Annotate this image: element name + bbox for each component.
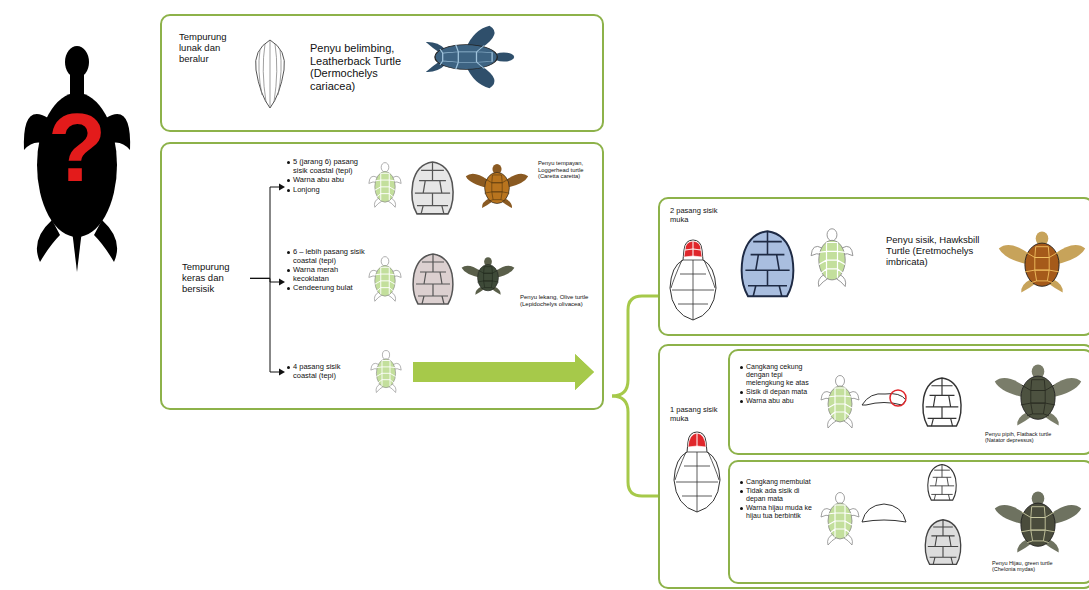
trait-bullet: Warna hijau muda ke hijau tua berbintik (738, 504, 816, 520)
trait-bullet: Warna merah kecoklatan (285, 266, 365, 283)
key-heading: 2 pasang sisik muka (670, 207, 724, 224)
green-turtle (995, 491, 1081, 552)
species-name: Penyu belimbing, Leatherback Turtle (Der… (310, 42, 422, 93)
trait-bullet: Cangkang cekung dengan tepi melengkung k… (738, 363, 816, 387)
branch-item: 4 pasang sisik coastal (tepi) (285, 356, 413, 388)
trait-bullet: 4 pasang sisik coastal (tepi) (285, 363, 365, 380)
trait-bullet: Cendeerung bulat (285, 284, 365, 293)
head-sketch (923, 378, 961, 426)
key-box: Tempurung lunak dan beralur Penyu belimbi… (160, 14, 604, 132)
question-mark: ? (40, 100, 114, 196)
species-name: Penyu tempayan, Loggerhead turtle (Caret… (538, 160, 602, 180)
branch-item: 5 (jarang 6) pasang sisik coastal (tepi)… (285, 158, 603, 216)
turtle-silhouette (24, 46, 130, 272)
trait-bullet: 5 (jarang 6) pasang sisik coastal (tepi) (285, 158, 365, 175)
key-connector (413, 296, 658, 396)
key-connector (413, 354, 658, 496)
head-sketch (412, 162, 453, 214)
leatherback-turtle (426, 26, 514, 88)
brace-line (612, 296, 658, 396)
block-arrow (413, 354, 594, 390)
species-box: 2 pasang sisik mukaPenyu sisik, Hawksbil… (658, 197, 1089, 336)
head-sketch (928, 464, 956, 500)
scute-diagram (369, 257, 401, 302)
block-arrow (413, 354, 594, 390)
trait-bullet: 6 – lebih pasang sisik coastal (tepi) (285, 248, 365, 265)
scute-diagram (821, 493, 859, 546)
brace-line (612, 396, 658, 496)
species-name: Penyu lekang, Olive turtle (Lepidochelys… (520, 294, 600, 308)
trait-bullet: Warna abu abu (738, 397, 816, 405)
head-scute-diagram (670, 240, 716, 320)
branch-line (250, 187, 280, 278)
scute-diagram (811, 229, 853, 287)
head-sketch (413, 254, 453, 304)
key-heading: Tempurung keras dan bersisik (182, 262, 246, 295)
trait-bullet: Cangkang membulat (738, 478, 816, 486)
species-name: Penyu pipih, Flatback turtle (Natator de… (985, 431, 1057, 444)
species-box: 1 pasang sisik muka Cangkang cekung denga… (658, 344, 1089, 589)
loggerhead-turtle (466, 164, 528, 208)
key-box: Tempurung keras dan bersisik 5 (jarang 6)… (160, 142, 604, 410)
scute-diagram (821, 376, 859, 429)
scute-diagram (369, 163, 401, 208)
species-box: Cangkang membulatTidak ada sisik di depa… (728, 460, 1089, 584)
shell-profile (862, 390, 906, 406)
trait-bullet: Warna abu abu (285, 176, 365, 185)
arrow-head (279, 369, 285, 376)
branch-line (250, 278, 280, 282)
olive-turtle (462, 257, 515, 294)
scute-diagram (371, 351, 401, 393)
branch-line (250, 278, 280, 372)
trait-bullet: Sisik di depan mata (738, 388, 816, 396)
arrow-head (279, 279, 285, 286)
carapace-sketch (256, 40, 285, 108)
head-scale-pattern (742, 231, 794, 296)
key-heading: 1 pasang sisik muka (670, 406, 724, 423)
key-heading: Tempurung lunak dan beralur (179, 32, 243, 65)
key-connector (250, 184, 285, 279)
trait-bullet: Lonjong (285, 186, 365, 195)
flatback-turtle (995, 364, 1081, 425)
key-connector (250, 278, 285, 285)
species-name: Penyu sisik, Hawksbill Turtle (Eretmoche… (886, 235, 990, 268)
trait-bullet: Tidak ada sisik di depan mata (738, 487, 816, 503)
head-sketch (925, 520, 961, 565)
shell-profile (862, 504, 906, 522)
branch-item: 6 – lebih pasang sisik coastal (tepi)War… (285, 246, 603, 318)
arrow-head (279, 184, 285, 191)
species-name: Penyu Hijau, green turtle (Chelonia myda… (992, 560, 1062, 573)
head-scute-diagram (674, 432, 720, 512)
hawksbill-turtle (999, 231, 1085, 292)
species-box: Cangkang cekung dengan tepi melengkung k… (728, 349, 1089, 455)
key-connector (250, 278, 285, 375)
